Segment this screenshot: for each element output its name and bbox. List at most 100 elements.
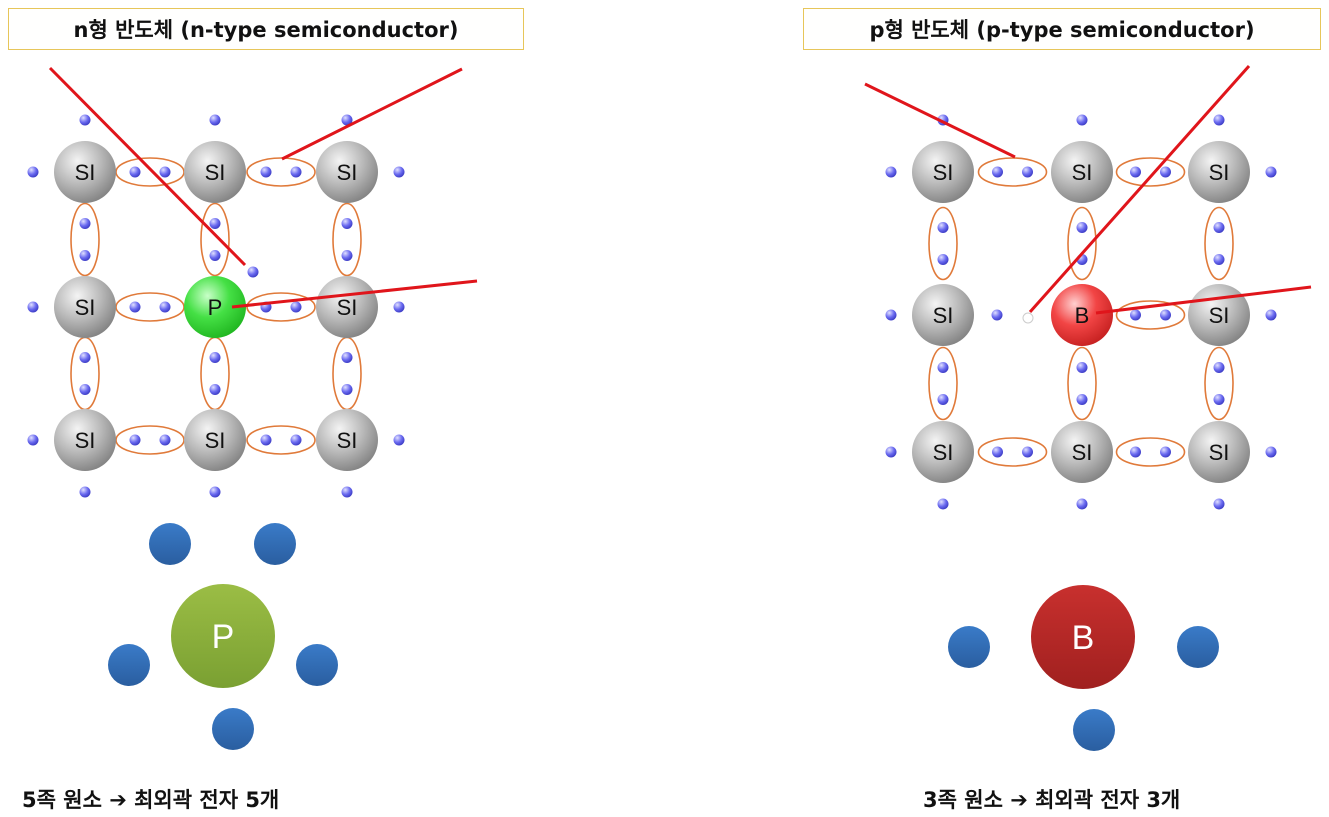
pointer-line [864, 82, 1016, 159]
electron [129, 434, 141, 446]
phosphorus-model-label: P [212, 618, 235, 656]
electron [992, 446, 1003, 458]
covalent-bond [246, 157, 316, 187]
electron [1022, 166, 1033, 178]
electron [991, 309, 1003, 321]
valence-electron [212, 708, 254, 750]
electron [247, 266, 259, 278]
electron [885, 446, 897, 458]
silicon-atom-label: SI [933, 440, 954, 465]
electron [260, 166, 272, 178]
silicon-atom-label: SI [205, 160, 226, 185]
electron [290, 434, 302, 446]
silicon-atom-label: SI [75, 428, 96, 453]
silicon-atom-label: SI [1072, 440, 1093, 465]
electron [937, 362, 949, 373]
covalent-bond [1067, 206, 1097, 281]
electron [1213, 114, 1225, 126]
electron [1076, 498, 1088, 510]
silicon-atom-label: SI [933, 160, 954, 185]
electron [1130, 446, 1141, 458]
silicon-atom [912, 141, 974, 203]
electron [79, 352, 91, 363]
electron [1022, 446, 1033, 458]
electron [937, 394, 949, 405]
electron [79, 114, 91, 126]
electron [1213, 222, 1225, 233]
silicon-atom [912, 284, 974, 346]
electron [393, 301, 405, 313]
electron [341, 114, 353, 126]
silicon-atom [1051, 421, 1113, 483]
electron [290, 166, 302, 178]
covalent-bond [332, 336, 362, 411]
electron [937, 498, 949, 510]
electron [79, 218, 91, 229]
electron [341, 352, 353, 363]
phosphorus-model-atom [171, 584, 275, 688]
valence-electron [254, 523, 296, 565]
silicon-atom-label: SI [1209, 160, 1230, 185]
silicon-atom-label: SI [75, 160, 96, 185]
p-type-caption: 3족 원소 ➔ 최외곽 전자 3개 [923, 788, 1181, 812]
hole [1022, 312, 1034, 324]
covalent-bond [246, 425, 316, 455]
electron [1213, 254, 1225, 265]
silicon-atom [184, 409, 246, 471]
electron [1213, 362, 1225, 373]
valence-electron [948, 626, 990, 668]
electron [885, 166, 897, 178]
pointer-line [281, 67, 463, 161]
covalent-bond [70, 202, 100, 277]
electron [27, 166, 39, 178]
valence-electron [1073, 709, 1115, 751]
electron [1130, 309, 1141, 321]
covalent-bond [1115, 300, 1186, 330]
silicon-atom-label: SI [337, 295, 358, 320]
silicon-atom [184, 141, 246, 203]
electron [1076, 394, 1088, 405]
covalent-bond [200, 336, 230, 411]
covalent-bond [115, 292, 185, 322]
electron [341, 384, 353, 395]
electron [1130, 166, 1141, 178]
electron [1160, 166, 1171, 178]
electron [209, 114, 221, 126]
electron [129, 301, 141, 313]
silicon-atom [316, 276, 378, 338]
electron [1076, 114, 1088, 126]
silicon-atom [316, 409, 378, 471]
electron [393, 434, 405, 446]
electron [209, 250, 221, 261]
electron [209, 352, 221, 363]
silicon-atom [1188, 421, 1250, 483]
silicon-atom-label: SI [205, 428, 226, 453]
electron [209, 486, 221, 498]
covalent-bond [70, 336, 100, 411]
covalent-bond [115, 425, 185, 455]
electron [159, 166, 171, 178]
n-type-title-text: n형 반도체 (n-type semiconductor) [73, 18, 459, 42]
electron [1265, 309, 1277, 321]
electron [885, 309, 897, 321]
silicon-atom-label: SI [1209, 303, 1230, 328]
covalent-bond [332, 202, 362, 277]
electron [79, 486, 91, 498]
n-type-title: n형 반도체 (n-type semiconductor) [8, 8, 524, 50]
electron [209, 384, 221, 395]
covalent-bond [115, 157, 185, 187]
silicon-atom-label: SI [75, 295, 96, 320]
electron [937, 222, 949, 233]
silicon-atom-label: SI [933, 303, 954, 328]
electron [27, 301, 39, 313]
silicon-atom [1051, 141, 1113, 203]
electron [1160, 446, 1171, 458]
covalent-bond [977, 157, 1048, 187]
pointer-line [1095, 285, 1312, 315]
covalent-bond [1115, 437, 1186, 467]
covalent-bond [1204, 206, 1234, 281]
pointer-line [231, 279, 478, 309]
